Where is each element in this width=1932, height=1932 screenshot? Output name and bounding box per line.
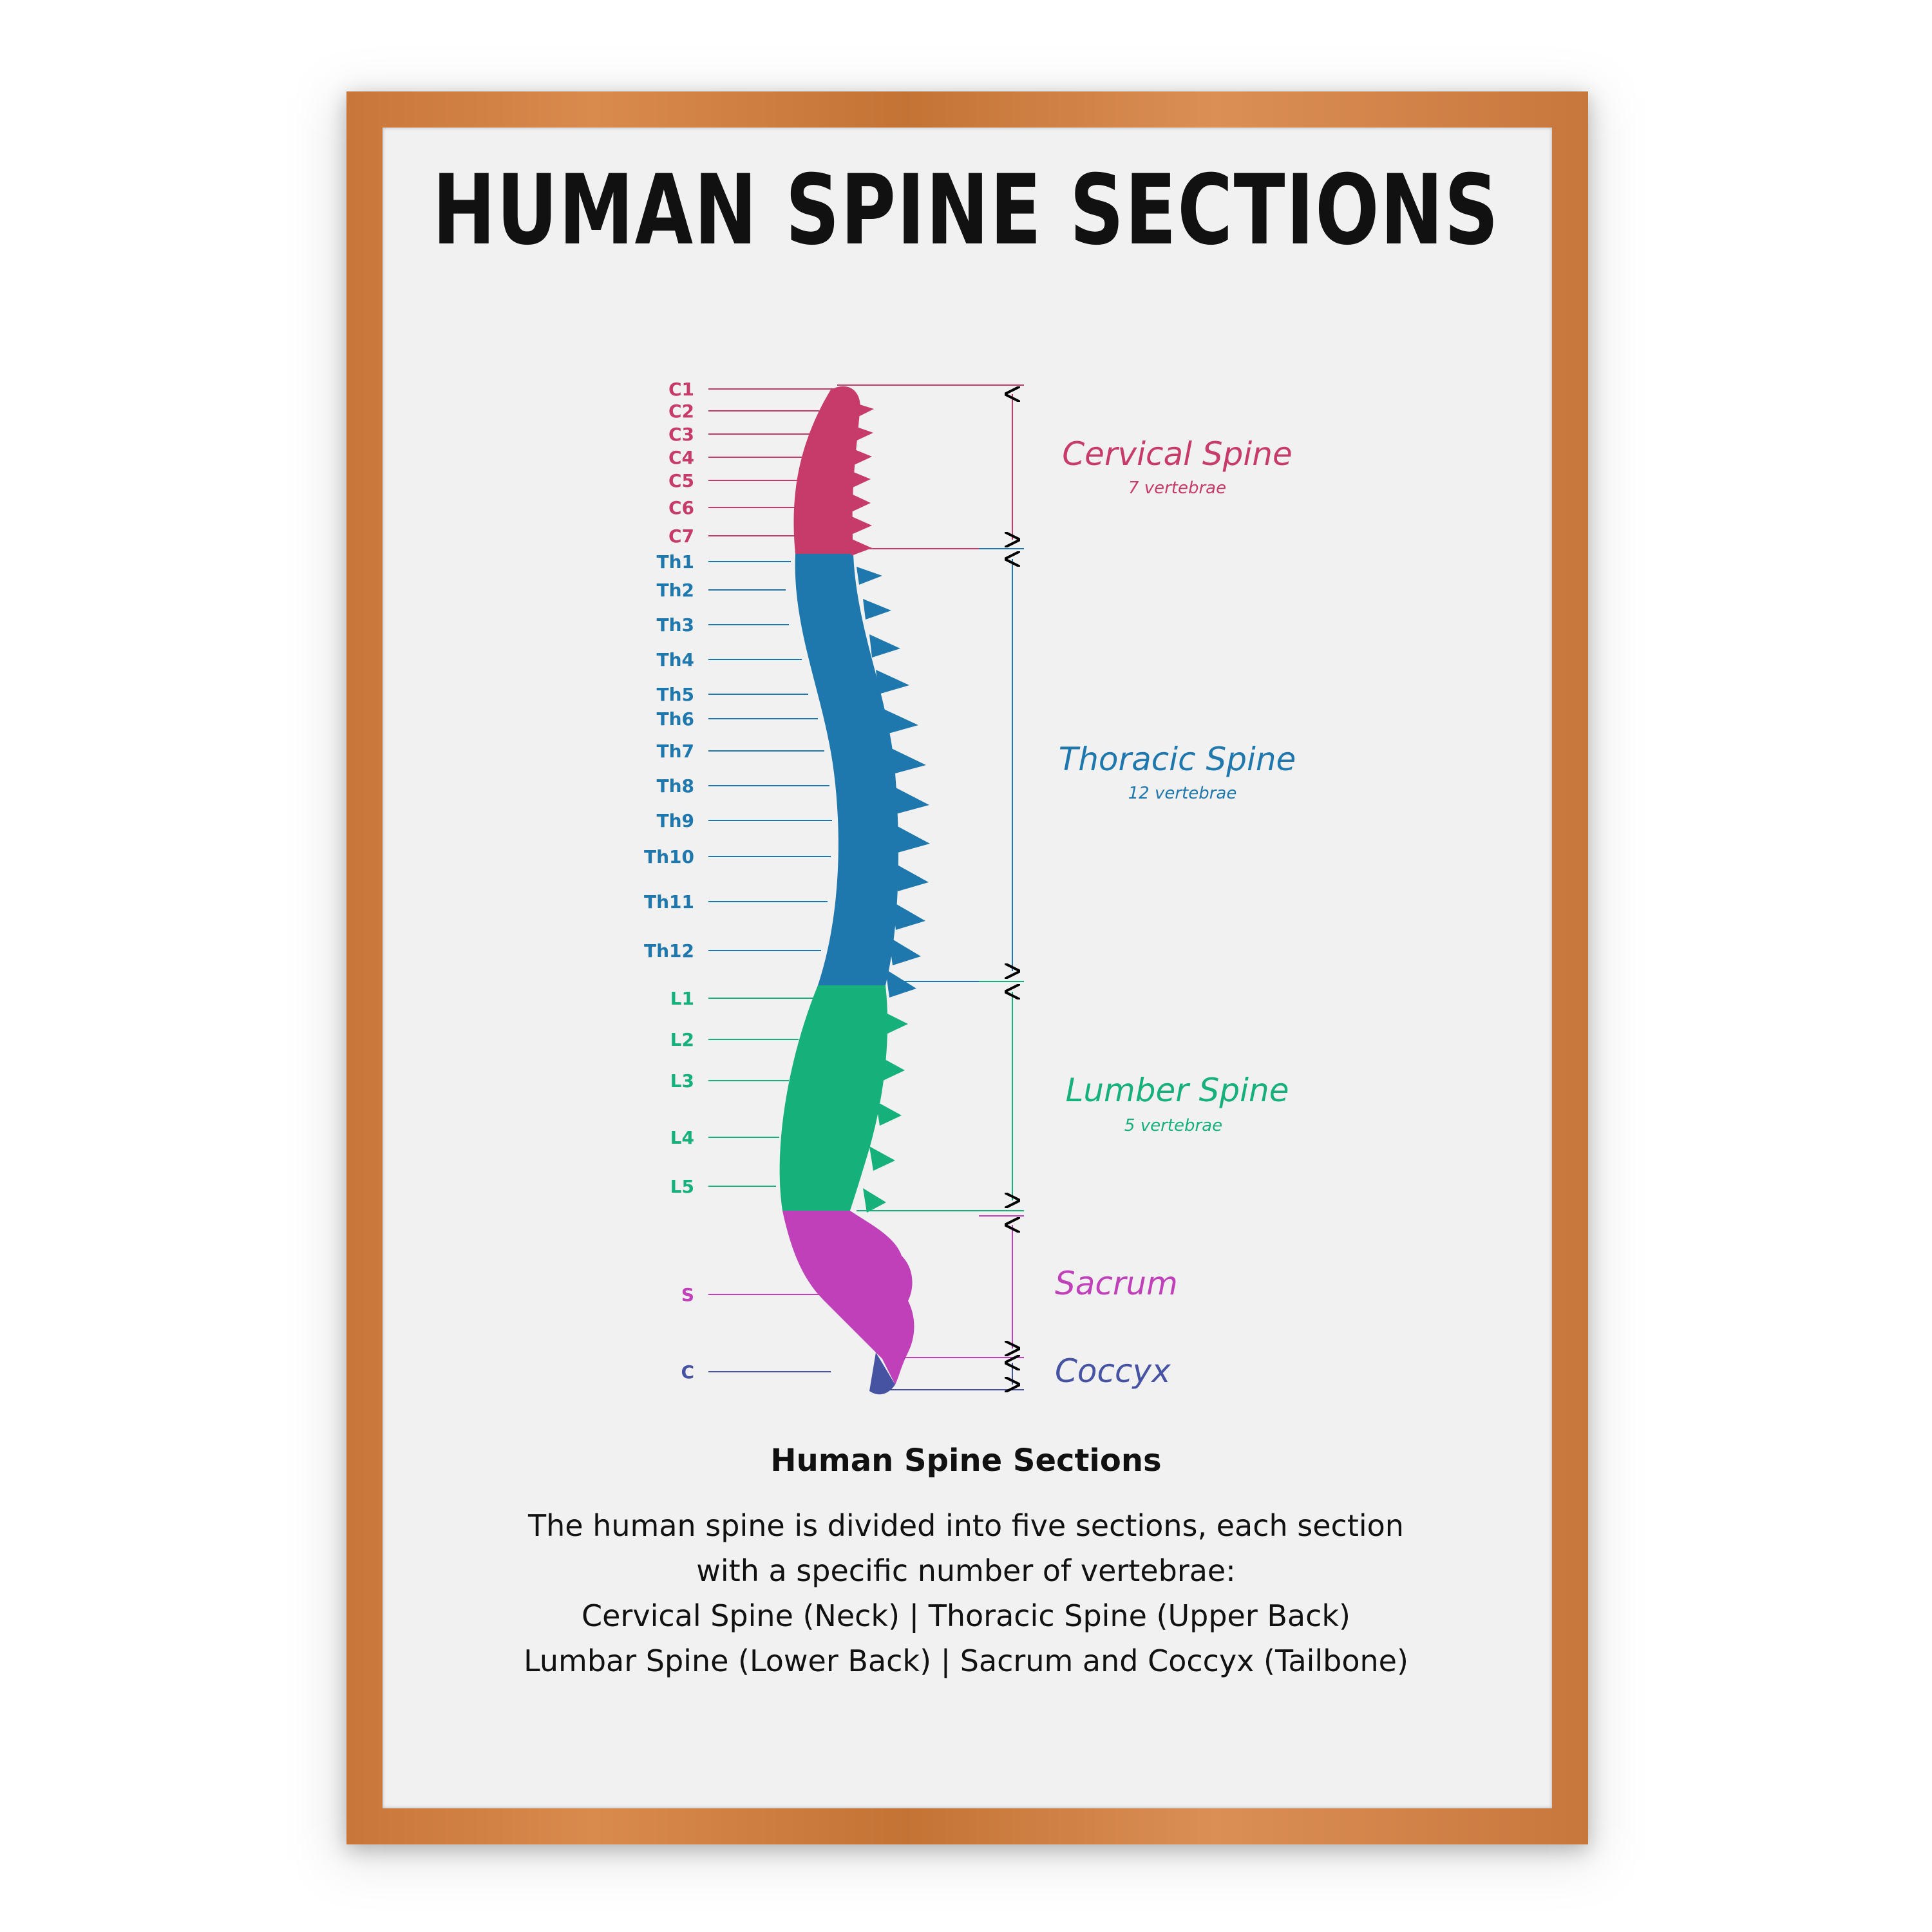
spine-illustration <box>779 386 930 1395</box>
vertebra-label-cervical-2: C2 <box>668 401 694 422</box>
vertebra-label-lumbar-4: L4 <box>670 1127 694 1148</box>
spine-lumbar-shape <box>779 985 888 1211</box>
caption-heading: Human Spine Sections <box>770 1443 1162 1479</box>
vertebra-label-thoracic-1: Th1 <box>656 551 694 573</box>
poster-title: HUMAN SPINE SECTIONS <box>432 155 1500 267</box>
vertebra-label-lumbar-2: L2 <box>670 1029 694 1050</box>
vertebra-label-cervical-5: C5 <box>668 470 694 491</box>
vertebra-label-lumbar-5: L5 <box>670 1176 694 1197</box>
vertebra-label-cervical-7: C7 <box>668 526 694 547</box>
vertebra-label-cervical-3: C3 <box>668 424 694 445</box>
vertebra-label-thoracic-6: Th6 <box>656 708 694 730</box>
vertebra-label-cervical-1: C1 <box>668 379 694 400</box>
spine-cervical-shape <box>793 386 860 554</box>
sacrum-bracket <box>884 1215 1024 1358</box>
thoracic-name: Thoracic Spine <box>1059 741 1296 778</box>
vertebra-label-thoracic-8: Th8 <box>656 775 694 797</box>
coccyx-name: Coccyx <box>1055 1352 1171 1390</box>
cervical-count: 7 vertebrae <box>1128 478 1226 498</box>
lumbar-bracket <box>857 981 1024 1211</box>
vertebra-label-cervical-4: C4 <box>668 447 694 468</box>
caption-line-1: The human spine is divided into five sec… <box>528 1508 1404 1543</box>
poster-mat <box>383 128 1552 1808</box>
vertebra-label-thoracic-11: Th11 <box>644 891 694 913</box>
section-names: Cervical Spine 7 vertebrae Thoracic Spin… <box>1055 435 1296 1390</box>
caption-line-3: Cervical Spine (Neck) | Thoracic Spine (… <box>582 1598 1350 1633</box>
spine-sacrum-shape <box>782 1211 914 1385</box>
caption-line-2: with a specific number of vertebrae: <box>696 1553 1236 1588</box>
vertebra-label-lumbar-3: L3 <box>670 1070 694 1092</box>
vertebra-label-cervical-6: C6 <box>668 497 694 518</box>
lumbar-name: Lumber Spine <box>1065 1072 1289 1109</box>
coccyx-bracket <box>876 1363 1024 1390</box>
vertebra-label-lumbar-1: L1 <box>670 988 694 1009</box>
caption: Human Spine Sections The human spine is … <box>0 1443 1932 1683</box>
vertebra-label-thoracic-5: Th5 <box>656 684 694 705</box>
vertebra-label-coccyx-1: C <box>681 1361 694 1383</box>
vertebra-label-thoracic-9: Th9 <box>656 810 694 831</box>
spine-thoracic-shape <box>795 554 898 985</box>
vertebra-label-thoracic-3: Th3 <box>656 614 694 636</box>
spinous-processes <box>849 402 930 1213</box>
vertebra-label-thoracic-10: Th10 <box>644 846 694 867</box>
thoracic-count: 12 vertebrae <box>1128 784 1237 803</box>
vertebra-label-thoracic-7: Th7 <box>656 741 694 762</box>
vertebra-label-thoracic-4: Th4 <box>656 649 694 670</box>
section-brackets <box>837 384 1024 1390</box>
vertebra-label-thoracic-2: Th2 <box>656 580 694 601</box>
lumbar-count: 5 vertebrae <box>1124 1116 1222 1135</box>
poster-frame <box>346 91 1588 1844</box>
spine-coccyx-shape <box>869 1352 895 1395</box>
caption-line-4: Lumbar Spine (Lower Back) | Sacrum and C… <box>524 1643 1408 1678</box>
sacrum-name: Sacrum <box>1055 1265 1178 1302</box>
vertebra-label-thoracic-12: Th12 <box>644 940 694 961</box>
vertebra-label-sacrum-1: S <box>681 1284 694 1305</box>
cervical-name: Cervical Spine <box>1062 435 1292 473</box>
